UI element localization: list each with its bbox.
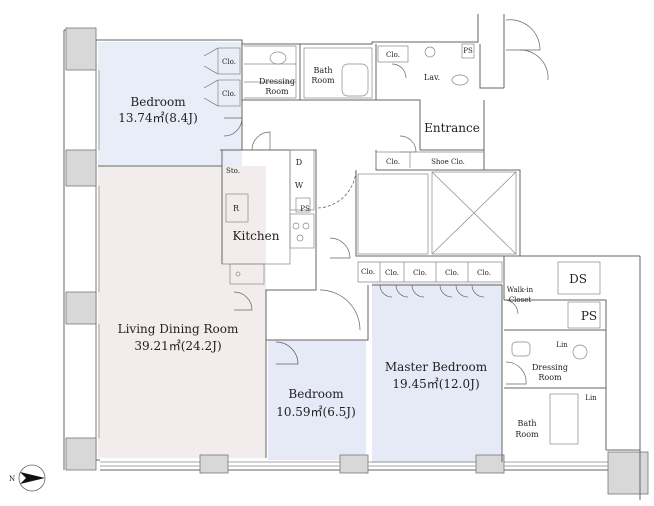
door-swing: [317, 169, 357, 209]
north-label: N: [9, 475, 15, 483]
bedroom-2-label: Bedroom: [288, 387, 344, 401]
door: [275, 341, 299, 365]
kitchen-label: Kitchen: [233, 229, 280, 243]
closet-label: Clo.: [385, 269, 399, 277]
door: [505, 361, 527, 385]
master-bedroom-label: Master Bedroom: [385, 360, 488, 374]
ps-top-label: PS: [463, 47, 473, 55]
door: [379, 284, 485, 298]
door: [223, 117, 243, 137]
closet: [217, 47, 241, 75]
column: [199, 454, 229, 474]
column: [65, 149, 97, 187]
column: [65, 291, 97, 325]
master-bedroom-fill: [372, 283, 502, 463]
living-room-area: 39.21㎡(24.2J): [134, 339, 221, 353]
ps-small-label: PS: [300, 205, 310, 213]
column: [607, 451, 649, 495]
closet-label: Clo.: [222, 58, 236, 66]
bath-2-label-2: Room: [515, 430, 539, 439]
door: [399, 135, 417, 153]
r-label: R: [233, 204, 240, 213]
closet-label: Clo.: [413, 269, 427, 277]
walk-in-closet-label: Walk-in: [507, 286, 534, 294]
closet-label: Clo.: [386, 158, 400, 166]
dressing-1-label: Dressing: [259, 77, 295, 86]
bath-1-label-2: Room: [311, 76, 335, 85]
bedroom-1-label: Bedroom: [130, 95, 186, 109]
w-label: W: [295, 181, 304, 190]
door: [505, 19, 541, 51]
door: [519, 49, 549, 81]
d-label: D: [296, 158, 302, 167]
door: [251, 131, 271, 151]
bedroom-2-fill: [268, 340, 366, 460]
living-room-fill: [98, 166, 266, 458]
dressing-2-label: Dressing: [532, 363, 568, 372]
linen-label: Lin: [585, 394, 597, 402]
closet-label: Clo.: [361, 268, 375, 276]
compass-icon: [18, 464, 46, 492]
walk-in-closet-label-2: Closet: [509, 296, 532, 304]
shoe-closet-label: Shoe Clo.: [431, 158, 465, 166]
bedroom-1-area: 13.74㎡(8.4J): [118, 111, 198, 125]
column: [475, 454, 505, 474]
ps-label: PS: [581, 309, 597, 323]
closet-label: Clo.: [386, 51, 400, 59]
closet-label: Clo.: [222, 90, 236, 98]
window-line: [95, 70, 100, 438]
bedroom-2-area: 10.59㎡(6.5J): [276, 405, 356, 419]
shaft: [431, 171, 517, 255]
closet-label: Clo.: [477, 269, 491, 277]
interior-wall: [98, 43, 503, 462]
door: [329, 237, 351, 259]
linen-label: Lin: [556, 341, 568, 349]
bath-1-label: Bath: [313, 66, 332, 75]
column: [65, 27, 97, 71]
bath-2-label: Bath: [517, 419, 536, 428]
door: [391, 63, 407, 79]
closet-label: Clo.: [445, 269, 459, 277]
dressing-1-label-2: Room: [265, 87, 289, 96]
storage-label: Sto.: [226, 167, 240, 175]
dressing-2-label-2: Room: [538, 373, 562, 382]
ds-label: DS: [569, 272, 587, 286]
column: [65, 437, 97, 471]
lav-label: Lav.: [424, 73, 440, 82]
door: [319, 289, 361, 331]
door: [233, 291, 253, 311]
living-room-label: Living Dining Room: [118, 322, 239, 336]
door: [503, 299, 519, 315]
closet: [217, 79, 241, 107]
master-bedroom-area: 19.45㎡(12.0J): [392, 377, 479, 391]
entrance-label: Entrance: [424, 121, 480, 135]
column: [339, 454, 369, 474]
